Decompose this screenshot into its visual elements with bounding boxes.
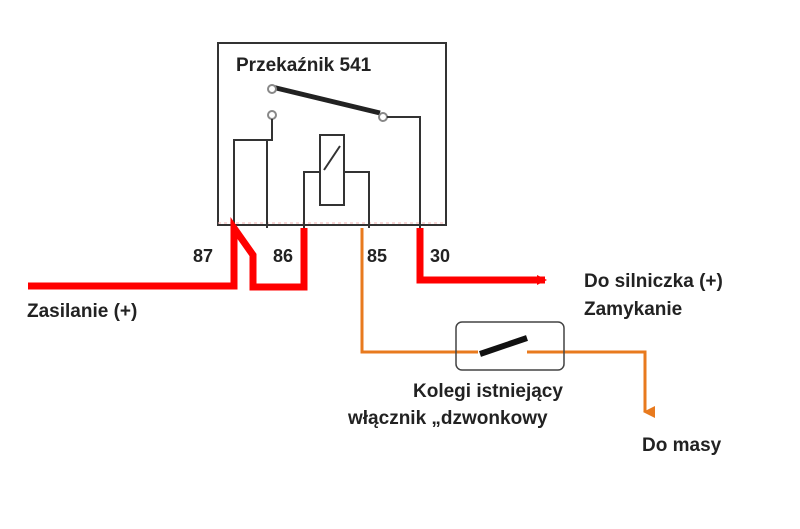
power-label: Zasilanie (+) [27, 301, 137, 322]
power-input-wire [28, 216, 308, 291]
ground-wire [527, 350, 655, 418]
control-wire [360, 228, 478, 354]
relay-switch-contacts [267, 84, 388, 122]
motor-output-wire [416, 228, 547, 285]
pin-87-label: 87 [193, 246, 213, 266]
power-wires [28, 216, 308, 291]
motor-label-line2: Zamykanie [584, 299, 682, 320]
pin-85-label: 85 [367, 246, 387, 266]
motor-label-line1: Do silniczka (+) [584, 271, 723, 292]
relay-title: Przekaźnik 541 [236, 55, 372, 76]
bell-switch-box [455, 321, 565, 371]
pin-86-label: 86 [273, 246, 293, 266]
switch-label-line2: włącznik „dzwonkowy [347, 408, 548, 429]
pin-30-label: 30 [430, 246, 450, 266]
ground-label: Do masy [642, 435, 722, 456]
switch-label-line1: Kolegi istniejący [413, 381, 563, 402]
relay-coil [319, 134, 345, 206]
bell-switch-lever [479, 335, 528, 357]
relay-internal-wiring [233, 116, 421, 228]
